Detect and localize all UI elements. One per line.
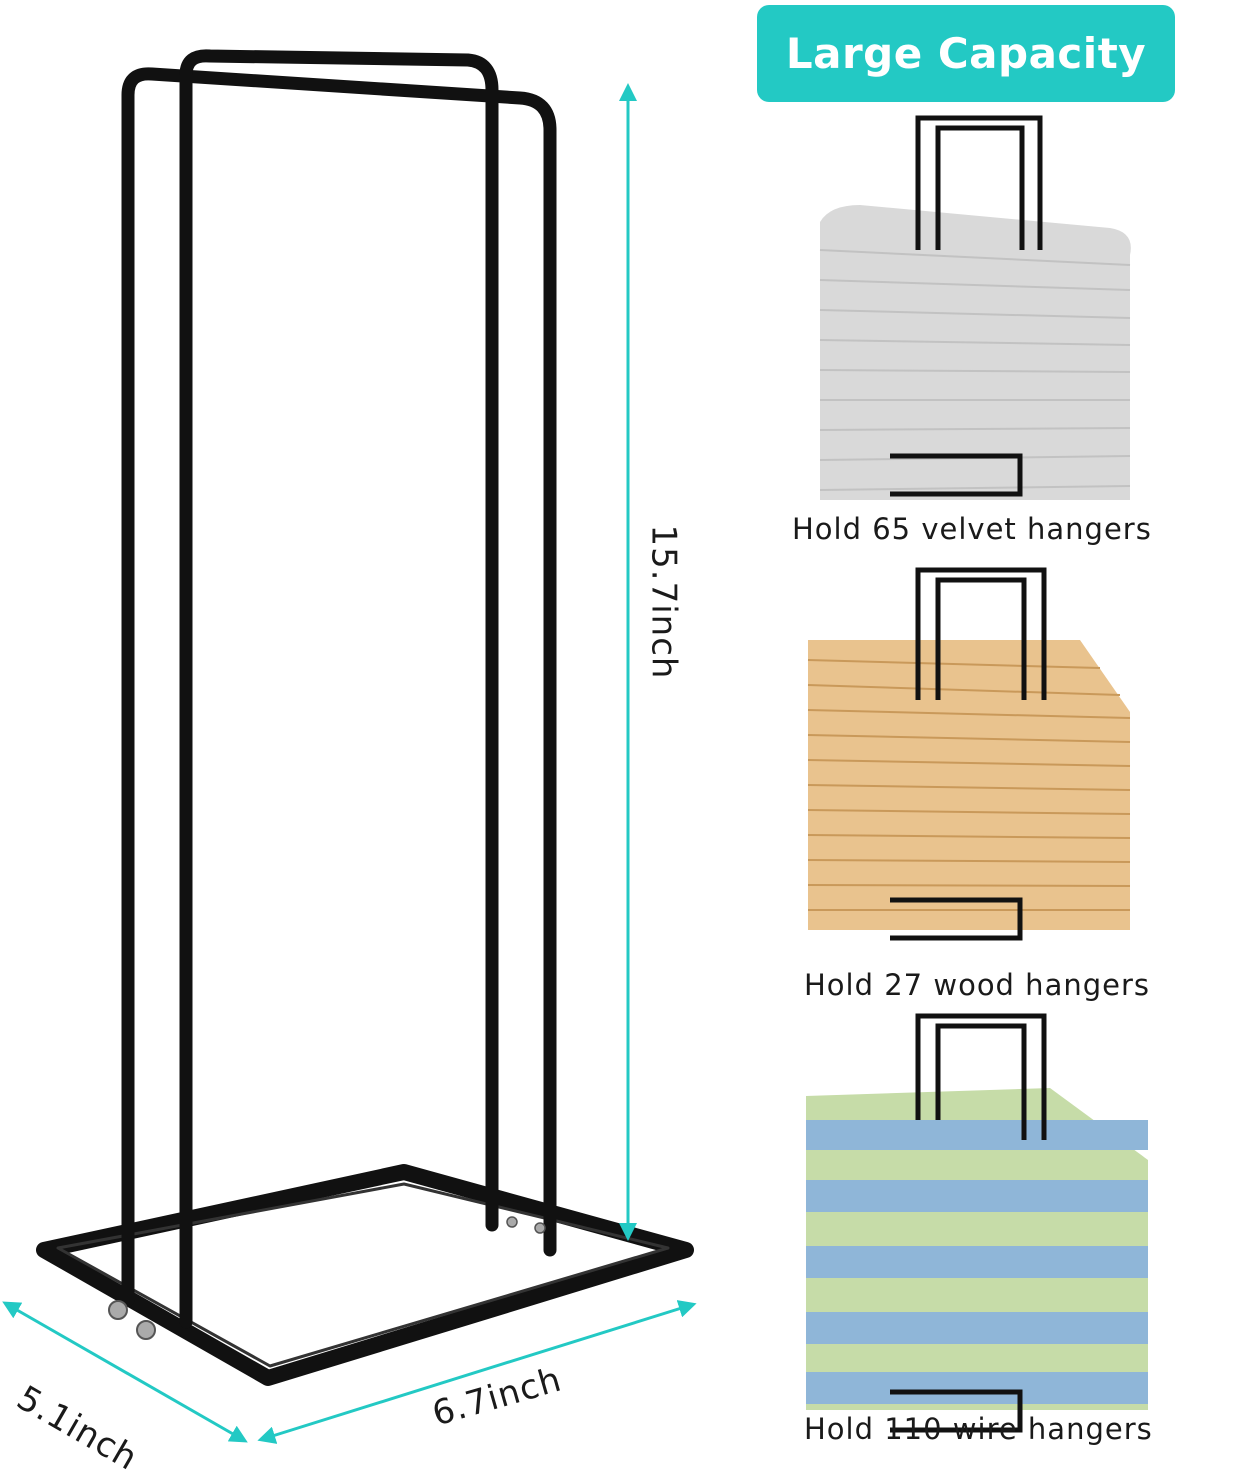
width-arrow: [257, 1300, 697, 1444]
wood-hangers-photo: [807, 567, 1131, 941]
wood-hangers-caption: Hold 27 wood hangers: [804, 968, 1150, 1002]
velvet-hangers-photo: [819, 115, 1131, 500]
depth-arrow: [2, 1301, 248, 1443]
bolt-icon: [136, 1320, 156, 1340]
velvet-hangers-caption: Hold 65 velvet hangers: [792, 512, 1152, 546]
wire-hangers-photo: [806, 1013, 1148, 1433]
large-capacity-badge: Large Capacity: [757, 5, 1175, 102]
bolt-icon: [108, 1300, 128, 1320]
wire-hangers-caption: Hold 110 wire hangers: [804, 1412, 1153, 1446]
height-dimension-label: 15.7inch: [643, 524, 684, 680]
hanger-rack-frame: [36, 49, 694, 1386]
dimension-arrows: [2, 83, 697, 1444]
